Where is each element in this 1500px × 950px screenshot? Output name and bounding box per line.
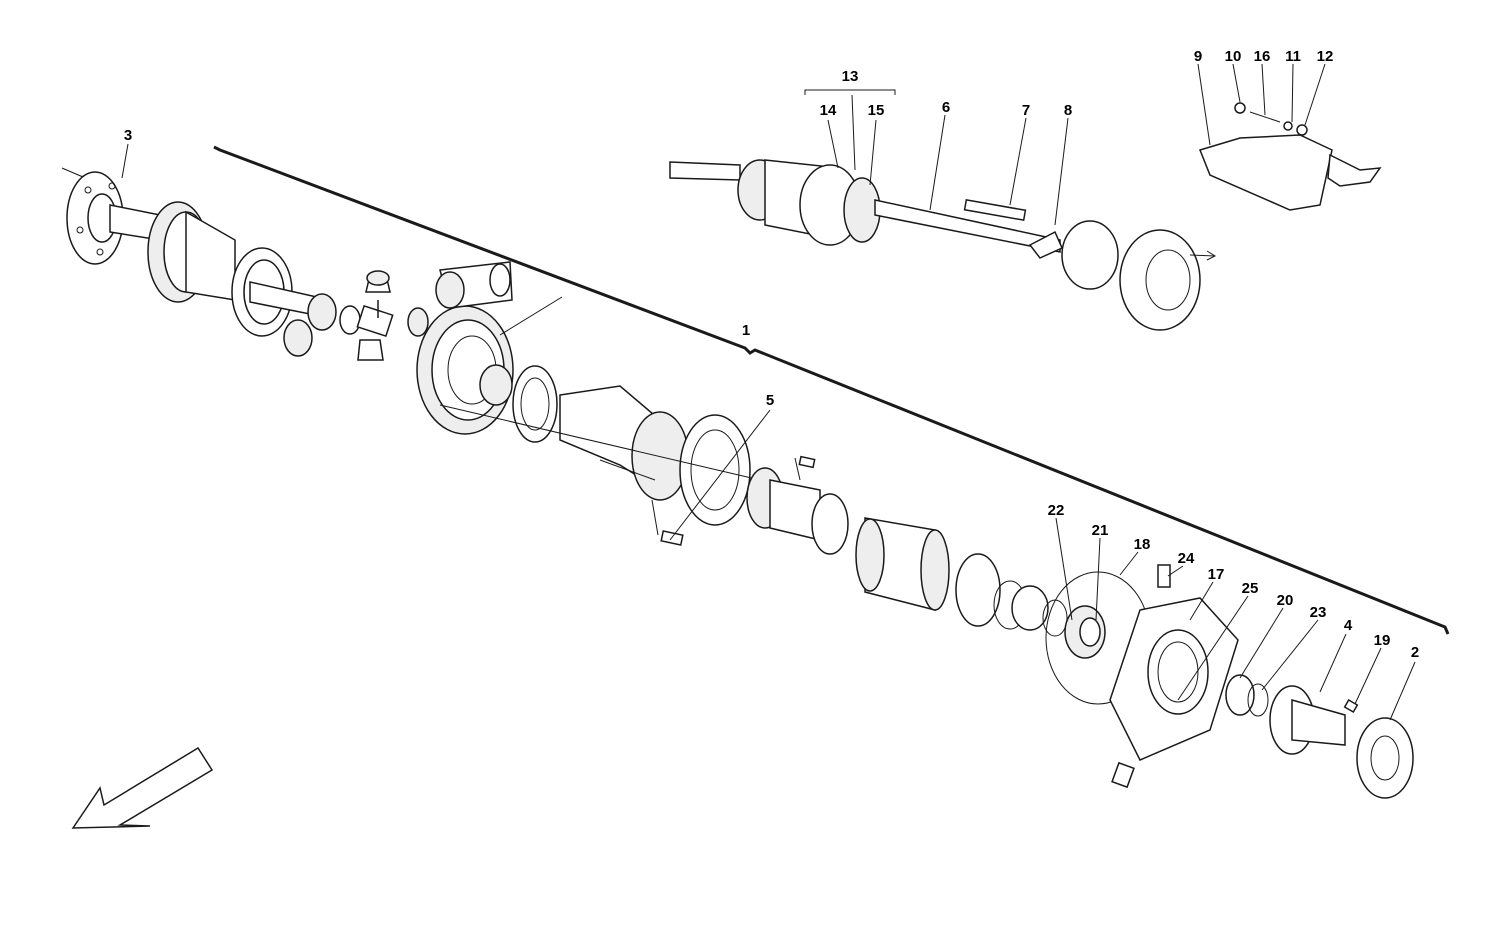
- callout-17: 17: [1208, 566, 1225, 583]
- callout-12: 12: [1317, 48, 1334, 65]
- callout-11: 11: [1285, 48, 1301, 65]
- callout-3: 3: [124, 127, 132, 144]
- right-side-cover: [1045, 564, 1269, 789]
- callout-6: 6: [942, 99, 950, 116]
- callout-2: 2: [1411, 644, 1419, 661]
- callout-18: 18: [1134, 536, 1151, 553]
- callout-19: 19: [1374, 632, 1391, 649]
- callout-9: 9: [1194, 48, 1202, 65]
- callout-13: 13: [842, 68, 859, 85]
- callout-1: 1: [742, 322, 750, 339]
- differential-spider-gears: [283, 270, 429, 361]
- limited-slip-clutch-pack: [746, 467, 1068, 637]
- half-shaft-assembly: [669, 89, 1217, 331]
- ring-gear: [416, 261, 563, 435]
- callout-14: 14: [820, 102, 837, 119]
- callout-21: 21: [1092, 522, 1109, 539]
- callout-10: 10: [1225, 48, 1242, 65]
- callout-leaders: [121, 63, 1416, 721]
- callout-23: 23: [1310, 604, 1327, 621]
- left-bearing-housing: [147, 201, 331, 337]
- callout-4: 4: [1344, 617, 1353, 634]
- callout-16: 16: [1254, 48, 1271, 65]
- callout-8: 8: [1064, 102, 1072, 119]
- callout-20: 20: [1277, 592, 1294, 609]
- right-output-flange: [1269, 685, 1414, 799]
- left-output-flange: [61, 167, 161, 265]
- callout-5: 5: [766, 392, 774, 409]
- direction-arrow-icon: [71, 746, 214, 829]
- callout-labels: 1 2 3 4 5 6 7 8 9 10 11 12 13 14 15 16 1…: [124, 48, 1419, 661]
- mounting-bracket: [1198, 102, 1382, 211]
- differential-housing: [439, 365, 816, 546]
- callout-24: 24: [1178, 550, 1195, 567]
- callout-15: 15: [868, 102, 885, 119]
- callout-25: 25: [1242, 580, 1259, 597]
- callout-22: 22: [1048, 502, 1065, 519]
- group-1-bracket: [213, 145, 1450, 635]
- callout-7: 7: [1022, 102, 1030, 119]
